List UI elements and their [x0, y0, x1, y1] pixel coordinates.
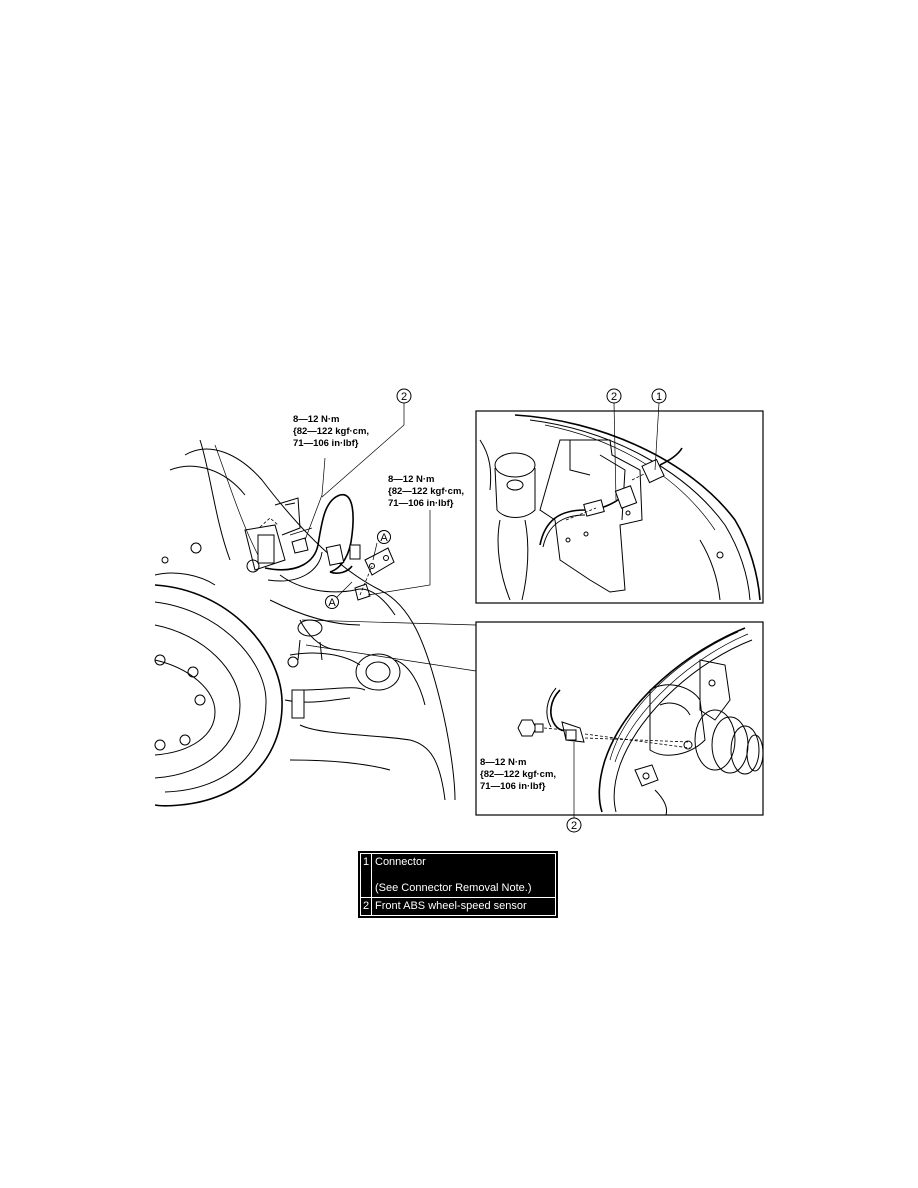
legend-name: Connector [375, 856, 426, 868]
inset-sensor-mount-view [475, 621, 764, 818]
svg-text:{82—122 kgf·cm,: {82—122 kgf·cm, [388, 486, 464, 497]
torque-spec-lower-inset: 8—12 N·m {82—122 kgf·cm, 71—106 in·lbf} [480, 757, 556, 792]
inset-connector-view [475, 402, 764, 604]
svg-text:{82—122 kgf·cm,: {82—122 kgf·cm, [293, 426, 369, 437]
callout-2-label: 2 [401, 391, 407, 403]
svg-text:8—12 N·m: 8—12 N·m [388, 474, 434, 485]
legend-name: Front ABS wheel-speed sensor [375, 900, 527, 912]
callout-1-inset-top: 1 [651, 388, 667, 404]
legend-row: 1 Connector (See Connector Removal Note.… [360, 853, 556, 898]
svg-text:71—106 in·lbf}: 71—106 in·lbf} [293, 438, 359, 449]
callout-2-label: 2 [611, 391, 617, 403]
callout-a-label: A [328, 597, 336, 609]
callout-2-main: 2 [396, 388, 412, 404]
torque-spec-upper-right: 8—12 N·m {82—122 kgf·cm, 71—106 in·lbf} [388, 474, 464, 509]
component-legend: 1 Connector (See Connector Removal Note.… [358, 851, 558, 918]
svg-text:8—12 N·m: 8—12 N·m [293, 414, 339, 425]
callout-a-upper: A [377, 530, 391, 544]
legend-note: (See Connector Removal Note.) [375, 882, 532, 894]
legend-row: 2 Front ABS wheel-speed sensor [360, 897, 556, 916]
callout-2-inset-top: 2 [606, 388, 622, 404]
callout-2-inset-bottom: 2 [566, 817, 582, 833]
svg-text:71—106 in·lbf}: 71—106 in·lbf} [480, 781, 546, 792]
legend-number: 1 [360, 853, 372, 898]
legend-number: 2 [360, 897, 372, 916]
main-suspension-illustration [154, 403, 477, 807]
torque-spec-upper-left: 8—12 N·m {82—122 kgf·cm, 71—106 in·lbf} [293, 414, 369, 449]
callout-1-label: 1 [656, 391, 662, 403]
legend-table: 1 Connector (See Connector Removal Note.… [360, 853, 556, 916]
callout-a-lower: A [325, 595, 339, 609]
legend-description: Front ABS wheel-speed sensor [371, 897, 556, 916]
legend-description: Connector (See Connector Removal Note.) [371, 853, 556, 898]
callout-a-label: A [380, 532, 388, 544]
svg-text:71—106 in·lbf}: 71—106 in·lbf} [388, 498, 454, 509]
svg-text:8—12 N·m: 8—12 N·m [480, 757, 526, 768]
callout-2-label: 2 [571, 820, 577, 832]
svg-text:{82—122 kgf·cm,: {82—122 kgf·cm, [480, 769, 556, 780]
